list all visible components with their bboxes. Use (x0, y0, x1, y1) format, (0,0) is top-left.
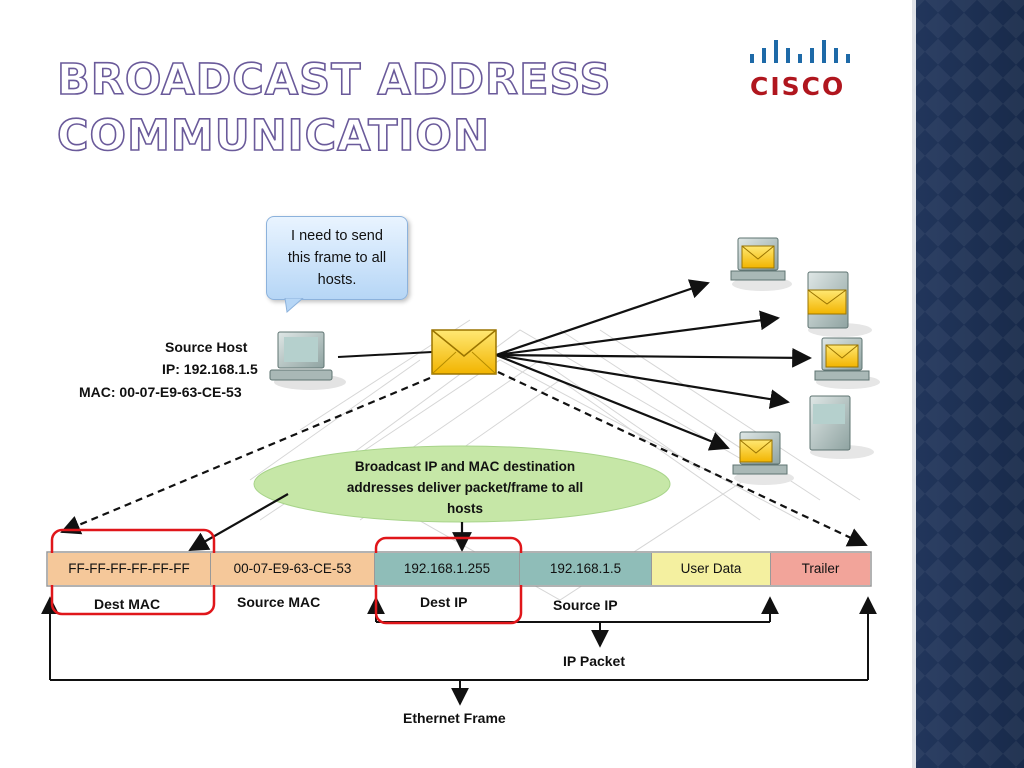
frame-field-user-data: User Data (652, 553, 771, 585)
callout-line-2: addresses deliver packet/frame to all (346, 480, 584, 495)
bubble-line-1: I need to send (291, 228, 383, 244)
source-host-computer-icon (269, 331, 346, 390)
dest-host-3 (814, 337, 880, 389)
source-host-ip: IP: 192.168.1.5 (162, 361, 258, 377)
host-to-envelope-line (337, 351, 433, 358)
slide-title: Broadcast Address Communication (56, 52, 612, 164)
title-line-1: Broadcast Address (56, 54, 612, 106)
dest-ip-label: Dest IP (420, 594, 468, 610)
callout-line-1: Broadcast IP and MAC destination (354, 459, 576, 474)
dest-mac-label: Dest MAC (94, 596, 161, 612)
broadcast-envelope-icon (431, 329, 497, 375)
broadcast-arrows (495, 279, 812, 451)
dest-host-4 (809, 395, 874, 459)
bubble-line-2: this frame to all (287, 250, 387, 266)
decorative-sidebar (912, 0, 1024, 768)
callout-arrow-to-dest-mac (188, 493, 289, 551)
frame-field-dest-ip: 192.168.1.255 (375, 553, 520, 585)
ip-packet-label: IP Packet (563, 653, 626, 669)
logo-text: CISCO (750, 72, 846, 101)
cisco-logo: CISCO (740, 36, 870, 106)
dest-host-5 (732, 431, 794, 485)
source-host-mac: MAC: 00-07-E9-63-CE-53 (79, 384, 242, 400)
source-mac-label: Source MAC (237, 594, 321, 610)
bracket-lines (41, 596, 877, 706)
bubble-line-3: hosts. (317, 272, 357, 288)
frame-field-dest-mac: FF-FF-FF-FF-FF-FF (48, 553, 211, 585)
bubble-tail-icon (284, 298, 304, 313)
callout-text: Broadcast IP and MAC destination address… (300, 456, 630, 519)
source-host-label: Source Host (165, 339, 248, 355)
speech-bubble: I need to send this frame to all hosts. (266, 216, 408, 300)
callout-line-3: hosts (446, 501, 483, 516)
frame-field-source-ip: 192.168.1.5 (520, 553, 652, 585)
title-line-2: Communication (56, 110, 490, 162)
dest-host-1 (730, 237, 792, 291)
dashed-arrow-left (60, 376, 431, 535)
source-ip-label: Source IP (553, 597, 618, 613)
dashed-arrow-right (497, 371, 868, 547)
ethernet-frame-label: Ethernet Frame (403, 710, 506, 726)
dest-host-2 (807, 271, 872, 337)
cisco-bars-icon (750, 40, 850, 63)
frame-field-source-mac: 00-07-E9-63-CE-53 (211, 553, 375, 585)
frame-field-trailer: Trailer (771, 553, 870, 585)
